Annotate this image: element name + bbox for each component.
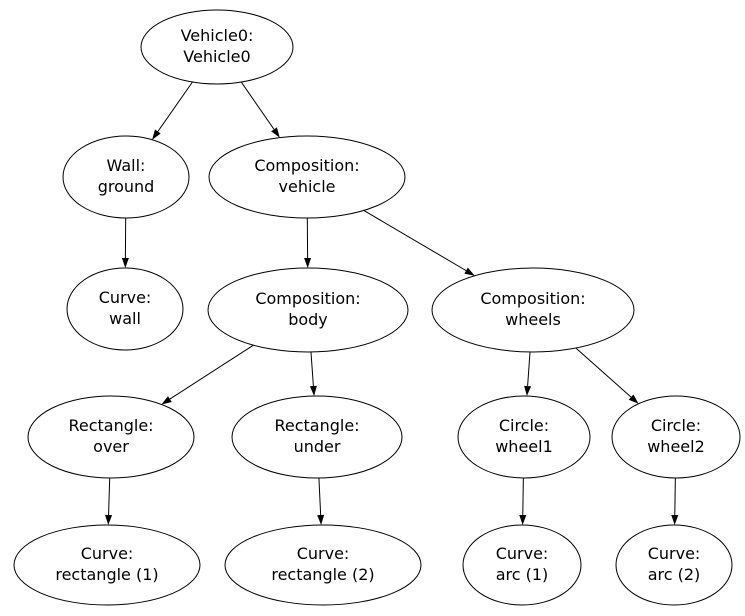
node-label-vehicle0-line2: Vehicle0 (183, 47, 250, 66)
node-label-curve-rectangle-1-line1: Curve: (81, 544, 134, 563)
node-composition-vehicle: Composition: vehicle (208, 135, 406, 219)
edge-composition-body-to-rectangle-under (309, 351, 317, 397)
arrowhead-icon (671, 514, 679, 526)
edge-vehicle0-to-composition-vehicle (240, 81, 280, 138)
node-label-circle-wheel1-line1: Circle: (499, 416, 549, 435)
edge-line (169, 344, 254, 400)
arrowhead-icon (304, 257, 312, 269)
edge-line (108, 477, 111, 516)
node-curve-rectangle-2: Curve: rectangle (2) (224, 524, 422, 606)
arrowhead-icon (464, 267, 475, 276)
node-label-wall-ground-line2: ground (98, 177, 155, 196)
edge-line (674, 477, 676, 516)
node-curve-wall: Curve: wall (66, 267, 184, 351)
arrowhead-icon (121, 257, 129, 269)
edge-circle-wheel2-to-curve-arc-2 (671, 477, 679, 526)
node-label-curve-arc-1-line2: arc (1) (496, 565, 549, 584)
node-label-circle-wheel2-line1: Circle: (651, 416, 701, 435)
node-ellipse-circle-wheel1 (457, 395, 591, 479)
edge-wall-ground-to-curve-wall (121, 217, 129, 269)
arrowhead-icon (519, 514, 527, 526)
node-curve-rectangle-1: Curve: rectangle (1) (13, 524, 201, 606)
node-label-curve-arc-2-line1: Curve: (648, 544, 701, 563)
node-label-curve-rectangle-1-line2: rectangle (1) (55, 565, 158, 584)
node-label-curve-wall-line2: wall (109, 309, 141, 328)
arrowhead-icon (628, 394, 639, 404)
edge-line (157, 81, 193, 132)
node-rectangle-under: Rectangle: under (231, 395, 403, 479)
node-ellipse-rectangle-under (231, 395, 403, 479)
node-label-curve-wall-line1: Curve: (99, 288, 152, 307)
node-label-wall-ground-line1: Wall: (107, 156, 146, 175)
node-ellipse-curve-rectangle-2 (224, 524, 422, 606)
node-ellipse-composition-wheels (431, 267, 635, 353)
arrowhead-icon (152, 129, 161, 140)
node-label-rectangle-over-line2: over (93, 437, 129, 456)
node-label-vehicle0-line1: Vehicle0: (181, 26, 254, 45)
arrowhead-icon (317, 514, 325, 526)
arrowhead-icon (524, 385, 532, 397)
node-ellipse-curve-rectangle-1 (13, 524, 201, 606)
node-composition-wheels: Composition: wheels (431, 267, 635, 353)
edge-vehicle0-to-wall-ground (152, 81, 193, 140)
edge-rectangle-under-to-curve-rectangle-2 (317, 477, 325, 526)
node-label-composition-wheels-line1: Composition: (480, 289, 585, 308)
node-label-circle-wheel2-line2: wheel2 (647, 437, 705, 456)
edge-line (318, 477, 322, 516)
node-label-curve-arc-2-line2: arc (2) (648, 565, 701, 584)
node-label-curve-rectangle-2-line2: rectangle (2) (271, 565, 374, 584)
node-vehicle0: Vehicle0: Vehicle0 (140, 9, 294, 85)
node-label-rectangle-under-line1: Rectangle: (274, 416, 359, 435)
node-ellipse-curve-wall (66, 267, 184, 351)
node-circle-wheel1: Circle: wheel1 (457, 395, 591, 479)
node-label-composition-wheels-line2: wheels (505, 310, 561, 329)
node-ellipse-composition-body (207, 267, 409, 353)
node-label-composition-vehicle-line2: vehicle (279, 177, 336, 196)
edge-line (310, 351, 314, 387)
node-ellipse-composition-vehicle (208, 135, 406, 219)
node-label-composition-body-line1: Composition: (255, 289, 360, 308)
node-label-circle-wheel1-line2: wheel1 (495, 437, 553, 456)
edge-line (527, 351, 531, 387)
node-rectangle-over: Rectangle: over (27, 395, 195, 479)
node-circle-wheel2: Circle: wheel2 (611, 395, 741, 479)
node-ellipse-wall-ground (62, 135, 190, 219)
edge-line (522, 477, 524, 516)
edge-composition-body-to-rectangle-over (161, 344, 254, 405)
node-label-curve-rectangle-2-line1: Curve: (297, 544, 350, 563)
node-ellipse-circle-wheel2 (611, 395, 741, 479)
node-ellipse-curve-arc-1 (462, 524, 582, 606)
node-ellipse-curve-arc-2 (615, 524, 733, 606)
edge-composition-wheels-to-circle-wheel1 (524, 351, 532, 397)
node-wall-ground: Wall: ground (62, 135, 190, 219)
arrowhead-icon (105, 514, 113, 526)
node-ellipse-vehicle0 (140, 9, 294, 85)
node-composition-body: Composition: body (207, 267, 409, 353)
arrowhead-icon (309, 385, 317, 397)
node-ellipse-rectangle-over (27, 395, 195, 479)
edge-line (363, 209, 467, 272)
edge-circle-wheel1-to-curve-arc-1 (519, 477, 527, 526)
node-label-rectangle-over-line1: Rectangle: (68, 416, 153, 435)
edge-line (575, 347, 632, 398)
edge-composition-wheels-to-circle-wheel2 (575, 347, 639, 404)
node-label-rectangle-under-line2: under (294, 437, 341, 456)
arrowhead-icon (161, 396, 172, 405)
node-label-composition-vehicle-line1: Composition: (254, 156, 359, 175)
edge-composition-vehicle-to-composition-body (304, 217, 312, 269)
node-curve-arc-2: Curve: arc (2) (615, 524, 733, 606)
edge-line (240, 81, 275, 130)
node-label-composition-body-line2: body (288, 310, 328, 329)
arrowhead-icon (271, 127, 280, 138)
node-label-curve-arc-1-line1: Curve: (496, 544, 549, 563)
edge-composition-vehicle-to-composition-wheels (363, 209, 475, 276)
node-curve-arc-1: Curve: arc (1) (462, 524, 582, 606)
edge-rectangle-over-to-curve-rectangle-1 (105, 477, 113, 526)
